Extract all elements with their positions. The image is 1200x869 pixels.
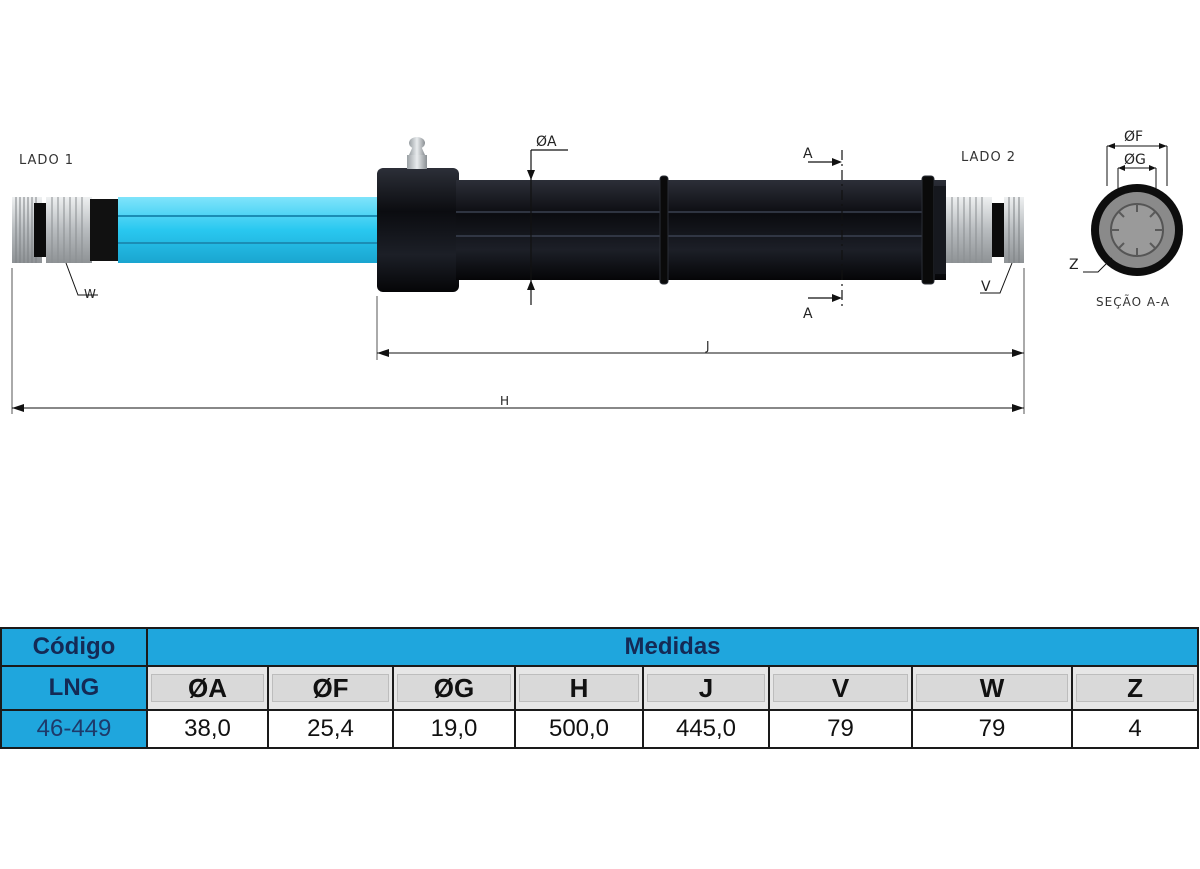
leader-v — [980, 262, 1013, 294]
col-header: ØG — [392, 665, 516, 711]
label-j: J — [705, 339, 710, 353]
shaft-drawing: ØA A A LADO 1 LADO 2 W V J H — [11, 129, 1183, 414]
value-cell: 79 — [768, 709, 913, 749]
label-h: H — [500, 394, 509, 408]
product-code: 46-449 — [0, 709, 148, 749]
value-cell: 19,0 — [392, 709, 516, 749]
value-cell: 445,0 — [642, 709, 770, 749]
label-v: V — [981, 279, 991, 295]
left-spline-end — [12, 197, 118, 263]
label-side-1: LADO 1 — [19, 153, 74, 168]
value-cell: 4 — [1070, 709, 1200, 749]
dimension-j — [377, 349, 1024, 357]
code-header: Código — [0, 627, 148, 667]
col-header: Z — [1070, 665, 1200, 711]
value-cell: 38,0 — [146, 709, 269, 749]
measures-header: Medidas — [145, 627, 1200, 667]
leader-w — [65, 262, 98, 296]
label-dia-g: ØG — [1124, 152, 1146, 168]
label-section-bottom: A — [803, 306, 813, 322]
section-caption: SEÇÃO A-A — [1096, 294, 1170, 309]
grease-nipple-icon — [407, 137, 427, 169]
col-header: J — [642, 665, 770, 711]
column-row: LNG ØA ØF ØG H J V W Z — [0, 665, 1200, 711]
inner-shaft — [118, 197, 380, 263]
dimension-h — [12, 404, 1024, 412]
dimension-a — [527, 149, 568, 305]
outer-tube — [377, 168, 946, 292]
extension-lines — [11, 268, 1025, 414]
brand-label: LNG — [0, 665, 148, 711]
label-dia-f: ØF — [1124, 129, 1143, 145]
section-cut-line — [808, 150, 843, 308]
col-header: H — [514, 665, 644, 711]
label-dia-a: ØA — [536, 134, 557, 150]
header-row: Código Medidas — [0, 627, 1200, 667]
spec-table: Código Medidas LNG ØA ØF ØG H J V W Z 46… — [0, 627, 1200, 749]
value-cell: 25,4 — [267, 709, 394, 749]
value-cell: 79 — [911, 709, 1073, 749]
label-side-2: LADO 2 — [961, 150, 1016, 165]
col-header: ØF — [267, 665, 394, 711]
label-z: Z — [1069, 257, 1079, 273]
table-row: 46-449 38,0 25,4 19,0 500,0 445,0 79 79 … — [0, 709, 1200, 749]
label-w: W — [84, 287, 96, 301]
col-header: ØA — [146, 665, 269, 711]
value-cell: 500,0 — [514, 709, 644, 749]
col-header: W — [911, 665, 1073, 711]
col-header: V — [768, 665, 913, 711]
right-spline-end — [946, 197, 1024, 263]
label-section-top: A — [803, 146, 813, 162]
section-view — [1083, 143, 1183, 276]
